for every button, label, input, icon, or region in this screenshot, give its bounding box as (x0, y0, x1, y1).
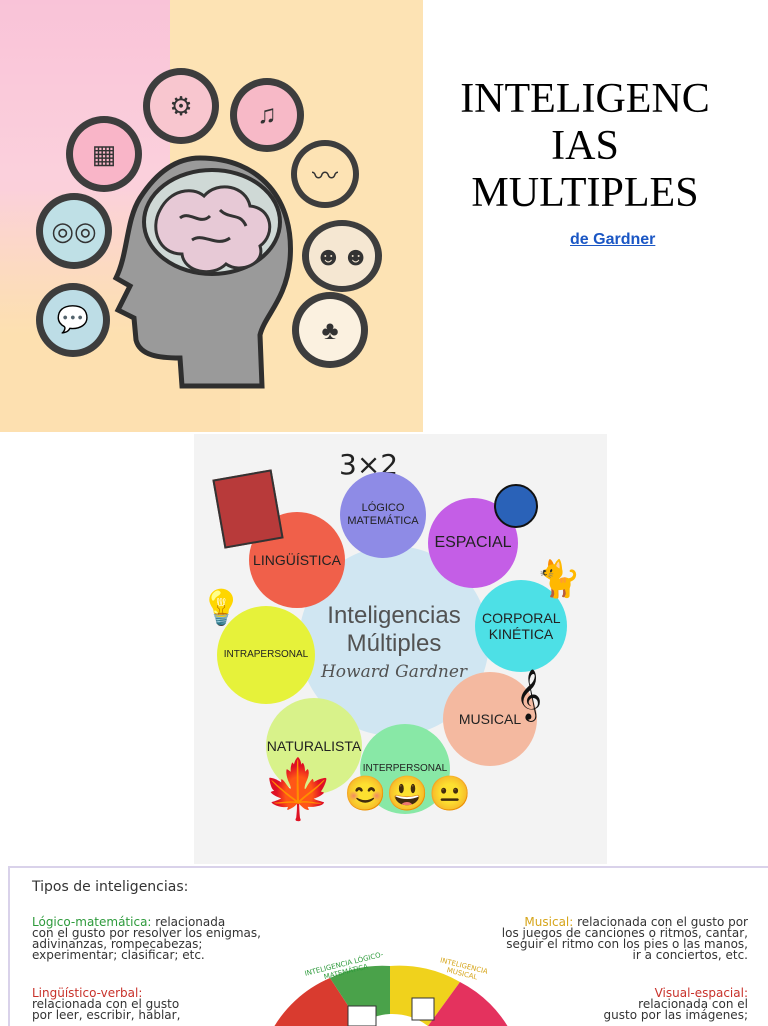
musical-description: Musical: relacionada con el gusto por lo… (480, 915, 748, 962)
visual-text: relacionada con el (638, 997, 748, 1011)
maple-leaf-icon: 🍁 (262, 757, 335, 822)
nature-icon: ♣ (292, 292, 368, 368)
cube-icon: ▦ (66, 116, 142, 192)
treble-clef-icon: 𝄞 (516, 670, 543, 719)
glasses-icon: ◎◎ (36, 193, 112, 269)
cat-icon: 🐈 (536, 558, 581, 599)
notebook-icon (212, 469, 284, 549)
multiple-intelligences-head-illustration: ⚙ ♫ ▦ 〰 ◎◎ ☻☻ 💬 ♣ (0, 0, 423, 432)
center-title: Inteligencias Múltiples (327, 602, 461, 657)
circle-intrapersonal: INTRAPERSONAL (217, 606, 315, 704)
linguistico-description: Lingüístico-verbal: relacionada con el g… (32, 986, 232, 1022)
lightbulb-icon: 💡 (200, 589, 243, 627)
musical-label: Musical: (524, 915, 574, 929)
smiley-faces-icon: 😊😃😐 (344, 775, 472, 813)
circle-corporal-kinetica: CORPORAL KINÉTICA (475, 580, 567, 672)
visual-description: Visual-espacial: relacionada con el gust… (570, 986, 748, 1022)
musical-text: los juegos de canciones o ritmos, cantar… (501, 926, 748, 940)
intelligence-wheel (274, 965, 508, 1026)
logico-text: adivinanzas, rompecabezas; (32, 937, 203, 951)
circle-naturalista: NATURALISTA (266, 698, 362, 794)
circle-logico-matematica: LÓGICO MATEMÁTICA (340, 472, 426, 558)
logico-text: relacionada (151, 915, 226, 929)
visual-text: gusto por las imágenes; (603, 1008, 748, 1022)
intelligences-bubble-diagram: 3×2 Inteligencias Múltiples Howard Gardn… (194, 434, 607, 864)
people-icon: ☻☻ (302, 220, 382, 292)
linguistico-text: por leer, escribir, hablar, (32, 1008, 181, 1022)
head-silhouette-icon (112, 155, 293, 389)
linguistico-label: Lingüístico-verbal: (32, 986, 143, 1000)
logico-text: con el gusto por resolver los enigmas, (32, 926, 261, 940)
music-note-icon: ♫ (230, 78, 304, 152)
musical-text: seguir el ritmo con los pies o las manos… (506, 937, 748, 951)
gears-head-icon: ⚙ (143, 68, 219, 144)
musical-text: ir a conciertos, etc. (632, 948, 748, 962)
circle-musical: MUSICAL (443, 672, 537, 766)
logico-label: Lógico-matemática: (32, 915, 152, 929)
info-heading: Tipos de inteligencias: (32, 879, 189, 895)
globe-icon (494, 484, 538, 528)
linguistico-text: relacionada con el gusto (32, 997, 180, 1011)
circle-interpersonal: INTERPERSONAL (360, 724, 450, 814)
page-title: INTELIGENC IAS MULTIPLES (460, 76, 710, 216)
speech-bubbles-icon: 💬 (36, 283, 110, 357)
logico-text: experimentar; clasificar; etc. (32, 948, 205, 962)
musical-text: relacionada con el gusto por (573, 915, 748, 929)
intelligence-types-infographic: Tipos de inteligencias: Lógico-matemátic… (8, 866, 768, 1026)
dance-icon: 〰 (291, 140, 359, 208)
center-subtitle: Howard Gardner (320, 662, 468, 682)
logico-description: Lógico-matemática: relacionada con el gu… (32, 915, 292, 962)
gardner-link[interactable]: de Gardner (570, 231, 656, 248)
visual-label: Visual-espacial: (654, 986, 748, 1000)
